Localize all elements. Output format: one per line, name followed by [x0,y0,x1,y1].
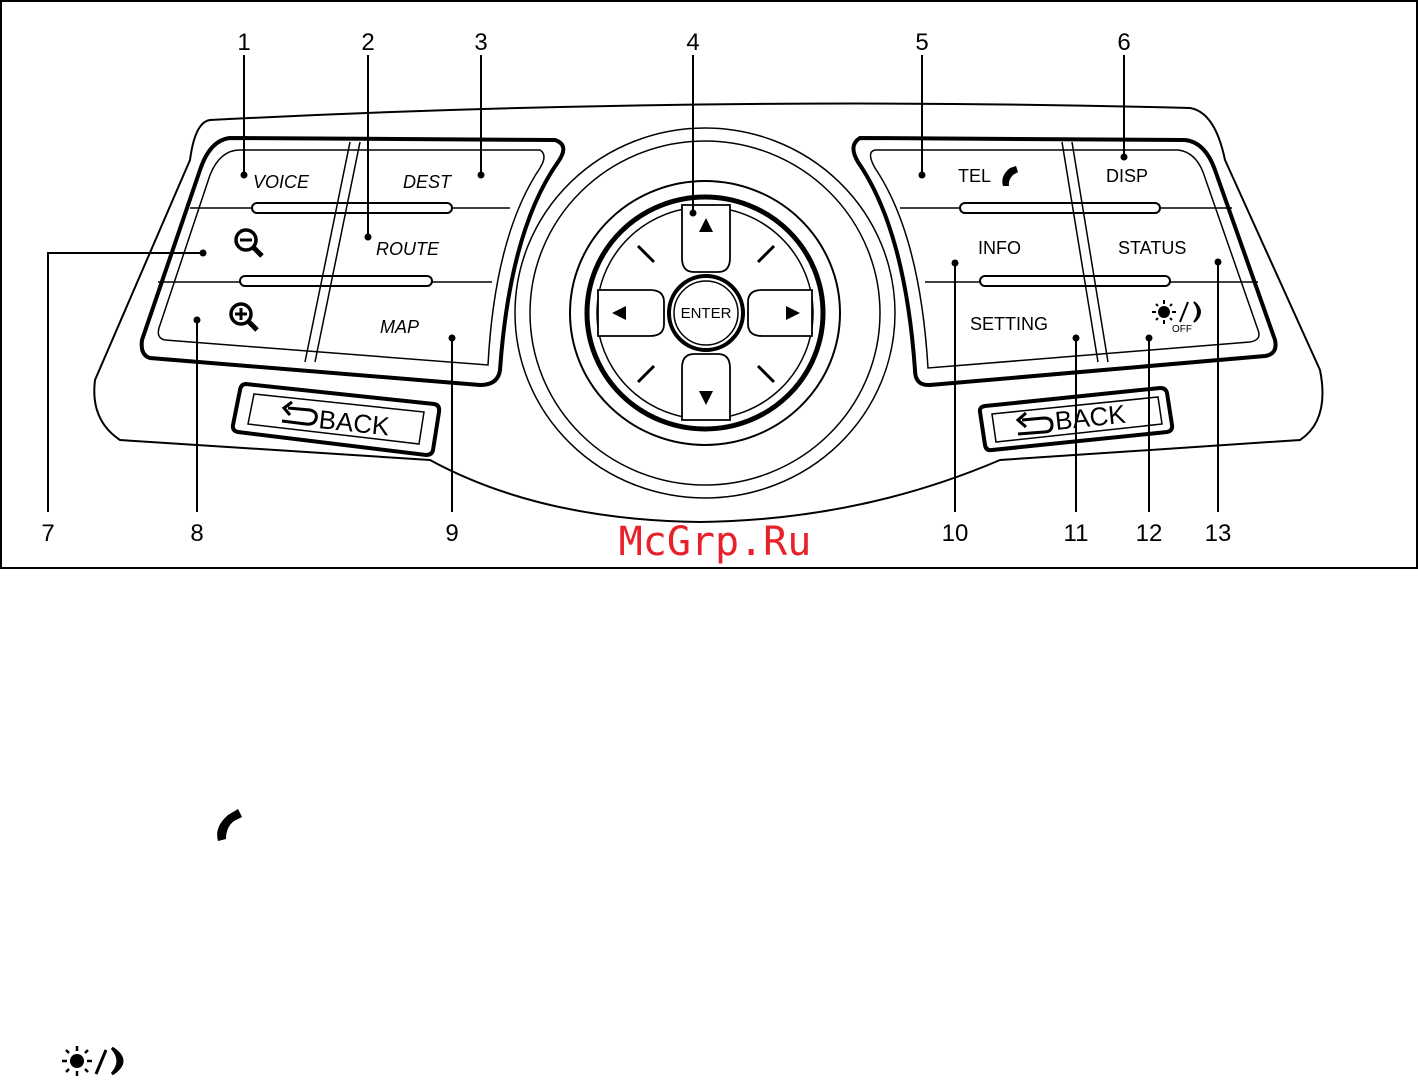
back-left-label: BACK [317,404,391,441]
day-night-icon [60,1044,132,1078]
day-night-icon [1152,300,1200,324]
callout-10: 10 [942,520,969,547]
up-button[interactable] [682,205,730,272]
right-slot-mid [980,276,1170,286]
daynight-off-label: OFF [1172,324,1192,335]
right-slot-top [960,203,1160,213]
disp-button[interactable]: DISP [1106,166,1148,186]
left-slot-mid [240,276,432,286]
enter-button[interactable]: ENTER [669,276,743,350]
watermark: McGrp.Ru [619,519,812,565]
phone-icon [212,805,248,845]
right-cluster-outer [853,138,1275,385]
map-button[interactable]: MAP [380,317,419,337]
voice-button[interactable]: VOICE [253,172,310,192]
status-button[interactable]: STATUS [1118,238,1186,258]
phone-icon [1002,166,1018,186]
left-slot-top [252,203,452,213]
zoom-out-icon[interactable] [236,230,262,256]
callout-5: 5 [915,29,928,56]
dest-button[interactable]: DEST [403,172,453,192]
setting-button[interactable]: SETTING [970,314,1048,334]
back-arrow-icon [282,402,316,424]
info-button[interactable]: INFO [978,238,1021,258]
left-button[interactable] [598,290,664,336]
back-arrow-icon [1018,413,1052,434]
right-vertical-divider [1062,142,1098,362]
tel-button[interactable]: TEL [958,166,991,186]
callout-1: 1 [237,29,250,56]
right-button[interactable] [748,290,812,336]
day-night-button[interactable]: OFF [1152,300,1200,335]
enter-label: ENTER [681,305,732,322]
callout-7: 7 [41,520,54,547]
right-vertical-divider-2 [1072,142,1108,362]
callout-13: 13 [1205,520,1232,547]
control-panel-diagram: VOICE DEST ROUTE MAP BACK [0,0,1418,570]
down-button[interactable] [682,354,730,420]
callout-9: 9 [445,520,458,547]
zoom-in-icon[interactable] [231,304,257,330]
callout-6: 6 [1117,29,1130,56]
left-vertical-divider [305,142,350,362]
back-button-left[interactable]: BACK [233,384,439,455]
route-button[interactable]: ROUTE [376,239,440,259]
callout-12: 12 [1136,520,1163,547]
back-right-label: BACK [1053,399,1127,436]
callout-3: 3 [474,29,487,56]
callout-4: 4 [686,29,699,56]
right-cluster-inner [871,150,1260,368]
left-vertical-divider-2 [315,142,360,362]
callout-2: 2 [361,29,374,56]
callout-11: 11 [1064,520,1089,547]
callout-8: 8 [190,520,203,547]
